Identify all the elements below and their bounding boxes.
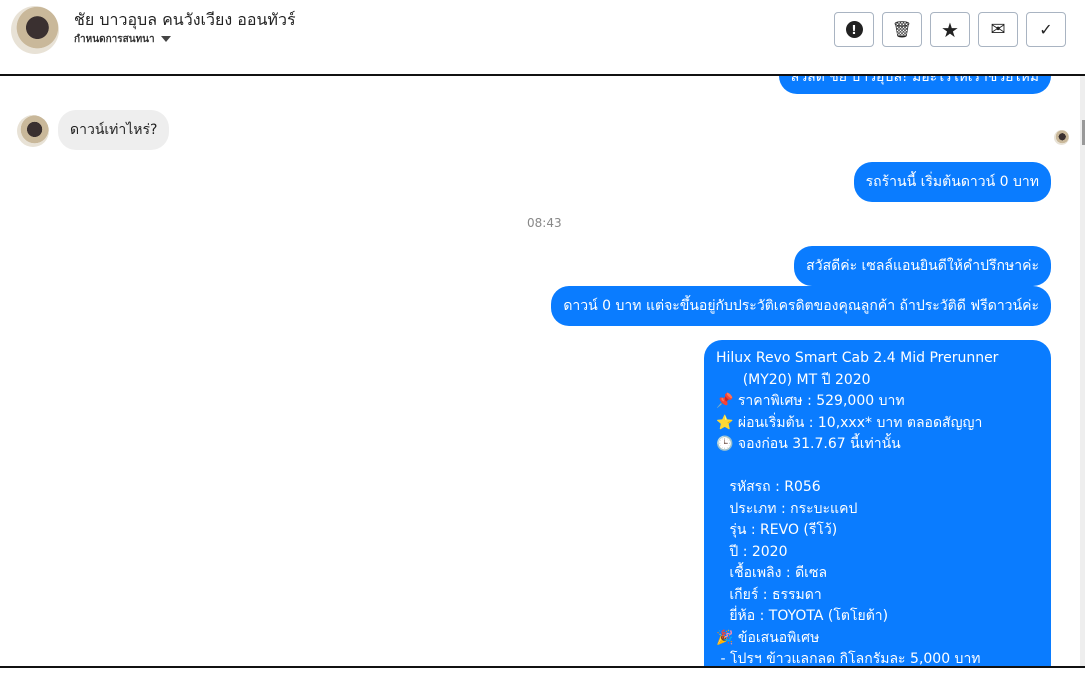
incoming-message: ดาวน์เท่าไหร่? (58, 110, 170, 150)
done-button[interactable]: ✓ (1026, 12, 1066, 47)
scrollbar-thumb[interactable] (1082, 120, 1085, 145)
conversation-header: ชัย บาวอุบล คนวังเวียง ออนทัวร์ กำหนดการ… (0, 0, 1085, 74)
outgoing-message: สวัสดีค่ะ เซลล์แอนยินดีให้คำปรึกษาค่ะ (794, 246, 1051, 286)
outgoing-message: ดาวน์ 0 บาท แต่จะขึ้นอยู่กับประวัติเครดิ… (551, 286, 1051, 326)
conversation-settings-label: กำหนดการสนทนา (74, 34, 155, 45)
scrollbar[interactable] (1080, 76, 1085, 666)
caret-down-icon (160, 36, 171, 42)
contact-avatar[interactable] (11, 6, 59, 54)
action-buttons: ! 🗑 ★ ✉ ✓ (834, 12, 1066, 47)
outgoing-message: รถร้านนี้ เริ่มต้นดาวน์ 0 บาท (853, 162, 1051, 202)
trash-icon: 🗑 (891, 20, 913, 39)
message-thread[interactable]: สวัสดี ชัย บาวอุบล! มีอะไรให้เราช่วยไหม … (0, 74, 1085, 668)
conversation-settings-dropdown[interactable]: กำหนดการสนทนา (74, 32, 171, 47)
timestamp: 08:43 (527, 216, 562, 230)
star-button[interactable]: ★ (930, 12, 970, 47)
check-icon: ✓ (1039, 20, 1053, 39)
exclamation-icon: ! (845, 21, 863, 38)
mark-unread-button[interactable]: ✉ (978, 12, 1018, 47)
contact-name: ชัย บาวอุบล คนวังเวียง ออนทัวร์ (74, 10, 296, 29)
delete-button[interactable]: 🗑 (882, 12, 922, 47)
star-icon: ★ (941, 17, 959, 42)
outgoing-message: สวัสดี ชัย บาวอุบล! มีอะไรให้เราช่วยไหม (778, 76, 1051, 94)
seen-avatar (1054, 130, 1069, 145)
envelope-icon: ✉ (990, 19, 1006, 40)
spam-button[interactable]: ! (834, 12, 874, 47)
contact-avatar-small (17, 115, 49, 147)
car-offer-message: Hilux Revo Smart Cab 2.4 Mid Prerunner (… (704, 340, 1051, 666)
